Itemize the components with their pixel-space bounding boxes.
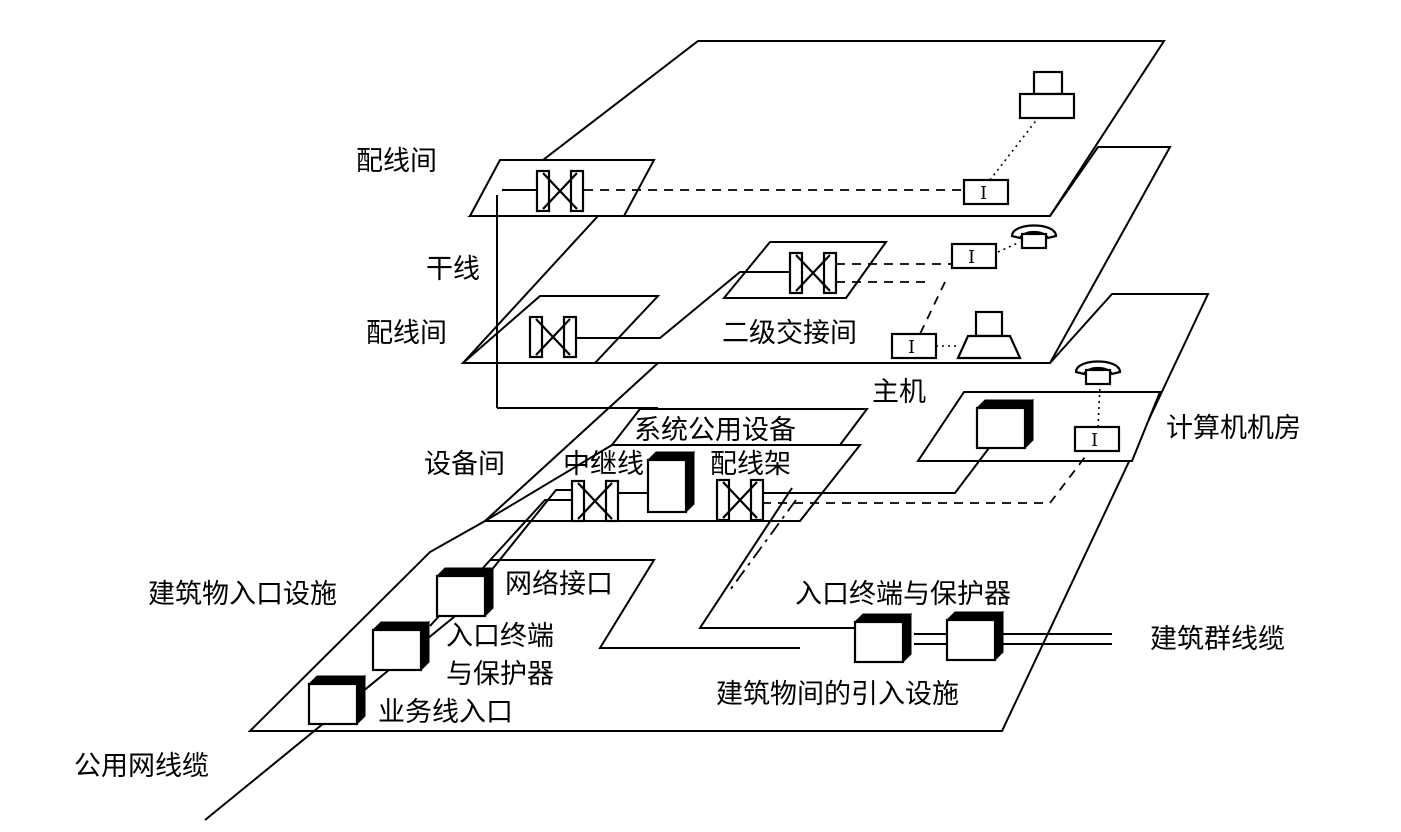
inter-building-terminal-1-icon [853,612,913,664]
label-service-line-entrance: 业务线入口 [378,697,513,728]
mid-terminal-icon [956,310,1022,360]
label-campus-cable: 建筑群线缆 [1150,624,1285,655]
label-equipment-room: 设备间 [424,449,505,480]
inter-building-terminal-2-icon [945,610,1005,662]
network-interface-device-icon [435,566,495,618]
label-system-common-equipment: 系统公用设备 [634,415,796,446]
svg-text:I: I [980,183,987,204]
secondary-to-outlet-3 [919,281,946,335]
label-computer-room: 计算机机房 [1166,413,1301,444]
label-entrance-terminal-protector-right: 入口终端与保护器 [795,579,1011,610]
label-inter-building-entrance: 建筑物间的引入设施 [716,679,959,710]
mid-information-outlet-icon: I [950,242,998,270]
label-wiring-closet-mid: 配线间 [366,318,447,349]
label-secondary-cross-connect: 二级交接间 [722,318,857,349]
label-wiring-closet-top: 配线间 [356,146,437,177]
equipment-to-room-outlet [762,452,1089,504]
trunk-line-upper [489,489,572,573]
inter-building-path [698,487,860,629]
svg-text:I: I [1091,430,1098,451]
label-entrance-terminal-protector-left-2: 与保护器 [446,659,554,690]
service-line-entrance-device-icon [307,674,367,726]
label-entrance-terminal-protector-left-1: 入口终端 [446,621,554,652]
top-computer-icon [1018,70,1076,120]
mid-outlet-to-phone [997,241,1021,253]
svg-text:I: I [968,247,975,268]
frame-to-entrance-dashdot [729,499,797,591]
label-backbone: 干线 [426,254,480,285]
room-outlet-to-phone [1097,384,1101,428]
top-outlet-to-computer [989,117,1039,181]
label-building-entrance-facility: 建筑物入口设施 [148,579,337,610]
system-common-equipment-icon [646,450,696,514]
secondary-cross-connect-plane [721,241,888,299]
top-information-outlet-icon: I [962,178,1010,206]
svg-text:I: I [908,337,915,358]
equipment-to-host-cable [762,439,996,494]
label-distribution-frame: 配线架 [710,449,791,480]
network-interface-strip [491,559,800,649]
label-network-interface: 网络接口 [505,569,613,600]
label-public-network-cable: 公用网线缆 [74,751,209,782]
room-information-outlet-icon: I [1073,425,1121,453]
entrance-protector-device-icon [371,620,431,672]
mid-to-secondary-cable [576,271,790,339]
label-trunk-line: 中继线 [563,449,644,480]
host-device-icon [975,398,1035,450]
label-host: 主机 [872,377,926,408]
low-information-outlet-icon: I [890,332,938,360]
